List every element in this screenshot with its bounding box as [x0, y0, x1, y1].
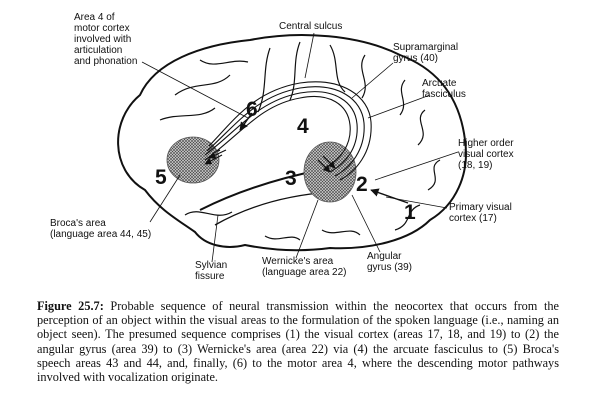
- label-primary-visual-cortex: Primary visual cortex (17): [449, 202, 512, 224]
- brain-outline: [117, 34, 467, 252]
- caption-text: Probable sequence of neural transmission…: [37, 299, 559, 385]
- label-broca-area: Broca's area (language area 44, 45): [50, 218, 152, 240]
- label-area-4: Area 4 of motor cortex involved with art…: [74, 12, 138, 67]
- step-number-4: 4: [297, 115, 309, 138]
- brain-drawing: [117, 32, 467, 263]
- figure-caption: Figure 25.7: Probable sequence of neural…: [37, 299, 559, 384]
- step-number-3: 3: [285, 167, 297, 190]
- sylvian-fissure-line: [199, 169, 321, 211]
- caption-lead: Figure 25.7:: [37, 299, 104, 313]
- label-supramarginal-gyrus: Supramarginal gyrus (40): [393, 42, 459, 64]
- step-number-2: 2: [356, 173, 368, 196]
- step-number-6: 6: [246, 98, 258, 121]
- label-angular-gyrus: Angular gyrus (39): [367, 251, 413, 273]
- broca-area-shape: [166, 136, 220, 184]
- step-number-1: 1: [404, 201, 416, 224]
- brain-figure: Area 4 of motor cortex involved with art…: [50, 12, 514, 282]
- step-number-5: 5: [155, 166, 167, 189]
- label-wernicke-area: Wernicke's area (language area 22): [262, 256, 347, 278]
- label-sylvian-fissure: Sylvian fissure: [195, 260, 228, 282]
- label-higher-visual-cortex: Higher order visual cortex (18, 19): [458, 138, 514, 171]
- label-arcuate-fasciculus: Arcuate fasciculus: [422, 78, 466, 100]
- label-central-sulcus: Central sulcus: [279, 21, 343, 32]
